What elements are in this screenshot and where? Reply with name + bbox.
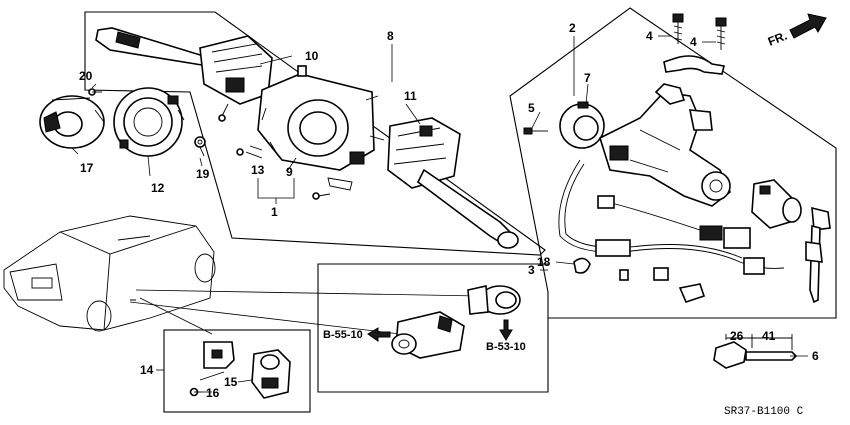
part-label-18: 18 — [537, 255, 551, 269]
bolt-4a-part — [672, 13, 684, 44]
combination-switch-frame — [84, 11, 546, 256]
part-label-7: 7 — [584, 71, 591, 85]
screw-16-part — [189, 387, 202, 397]
dimension-label-41: 41 — [762, 329, 776, 343]
part-label-15: 15 — [224, 375, 238, 389]
arrow-down-icon — [499, 319, 513, 341]
lighting-switch-part — [95, 27, 273, 122]
clamp-part — [663, 55, 725, 75]
part-label-16: 16 — [206, 386, 220, 400]
car-outline — [3, 215, 216, 332]
arrow-left-icon — [367, 327, 391, 342]
bolt-4b-part — [715, 17, 727, 50]
key-part — [805, 206, 831, 304]
key-blank-6-part — [713, 334, 798, 369]
door-cylinder-part — [391, 311, 465, 359]
reference-b55-label: B-55-10 — [323, 329, 363, 341]
lock-cylinder-part — [751, 179, 802, 229]
part-label-10: 10 — [305, 49, 319, 63]
part-label-5: 5 — [528, 101, 535, 115]
part-label-17: 17 — [80, 161, 94, 175]
part-label-12: 12 — [151, 181, 165, 195]
dimension-label-26: 26 — [730, 329, 744, 343]
part-label-3: 3 — [528, 263, 535, 277]
part-label-1: 1 — [271, 205, 278, 219]
reference-b53-label: B-53-10 — [486, 341, 526, 353]
diagram-code: SR37-B1100 C — [724, 406, 804, 418]
part-label-14: 14 — [140, 363, 154, 377]
steering-lock-part — [599, 83, 731, 207]
wiring-harness-part — [558, 159, 785, 303]
screw-5-part — [523, 127, 548, 135]
part-label-20: 20 — [79, 69, 93, 83]
cable-reel-part — [39, 95, 105, 149]
sensor-bracket-part — [199, 341, 235, 381]
key-cylinder-frame — [317, 263, 549, 393]
part-label-6: 6 — [812, 349, 819, 363]
sensor-ring-part — [113, 87, 185, 157]
part-label-4b: 4 — [690, 35, 697, 49]
wiper-switch-part — [387, 117, 519, 249]
part-label-11: 11 — [404, 89, 417, 103]
trunk-cylinder-part — [467, 285, 521, 315]
front-arrow-icon — [789, 13, 827, 39]
part-label-13: 13 — [251, 163, 265, 177]
sensor-inset-frame — [163, 329, 311, 413]
part-label-9: 9 — [286, 165, 293, 179]
screw-20-part — [88, 88, 102, 96]
switch-housing-part — [236, 65, 385, 200]
screw-19-part — [194, 136, 206, 157]
front-indicator-label: FR. — [766, 29, 789, 49]
part-label-8: 8 — [387, 29, 394, 43]
part-label-4a: 4 — [646, 29, 653, 43]
clip-18-part — [573, 257, 591, 274]
part-label-2: 2 — [569, 21, 576, 35]
part-label-19: 19 — [196, 167, 210, 181]
sensor-15-part — [251, 349, 291, 399]
ignition-switch-7-part — [559, 101, 605, 149]
leader-lines — [71, 35, 808, 393]
